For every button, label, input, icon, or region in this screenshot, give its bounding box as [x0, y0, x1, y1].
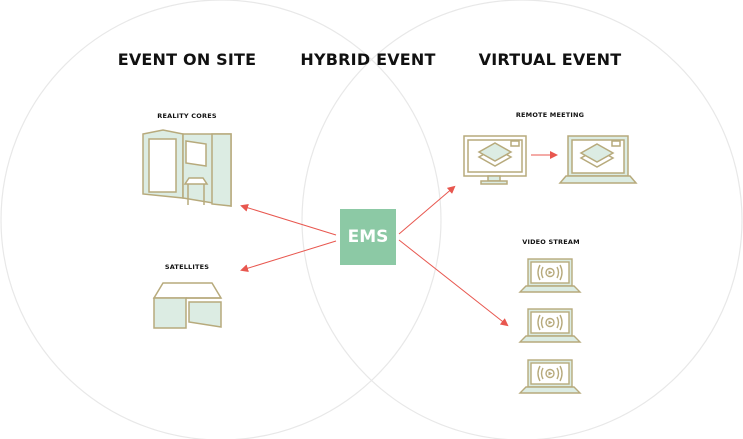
arrow-to-satellites [240, 240, 337, 273]
laptop-icon [558, 135, 638, 184]
video-stream-laptop-icon [518, 258, 582, 293]
label-satellites: SATELLITES [164, 263, 210, 271]
arrow-to-reality-cores [240, 203, 337, 236]
arrow-to-video-stream [398, 239, 509, 327]
satellites-icon [152, 282, 223, 329]
virtual-circle [301, 0, 743, 439]
arrow-to-remote-meeting [398, 185, 456, 235]
label-video-stream: VIDEO STREAM [522, 238, 580, 246]
desktop-monitor-icon [463, 135, 527, 185]
title-event-on-site: EVENT ON SITE [117, 50, 257, 69]
title-hybrid-event: HYBRID EVENT [300, 50, 436, 69]
ems-node: EMS [340, 209, 396, 265]
title-virtual-event: VIRTUAL EVENT [478, 50, 622, 69]
label-remote-meeting: REMOTE MEETING [515, 111, 585, 119]
label-reality-cores: REALITY CORES [157, 112, 217, 120]
on-site-circle [0, 0, 442, 439]
video-stream-laptop-icon [518, 308, 582, 343]
reality-cores-icon [142, 129, 232, 207]
video-stream-laptop-icon [518, 359, 582, 394]
